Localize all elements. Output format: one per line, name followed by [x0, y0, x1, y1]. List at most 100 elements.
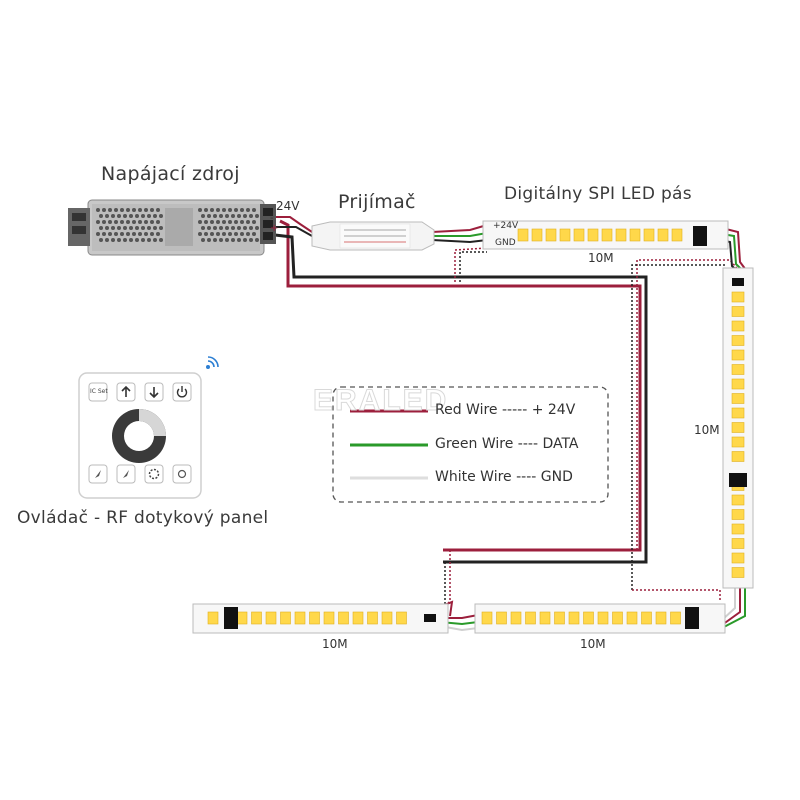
psu-plus-label: +	[270, 223, 279, 234]
led-chip	[236, 611, 248, 625]
vent-hole	[210, 208, 214, 212]
vent-hole	[228, 220, 232, 224]
led-chip	[381, 611, 393, 625]
vent-hole	[117, 226, 121, 230]
vent-hole	[129, 226, 133, 230]
vent-hole	[222, 220, 226, 224]
led-strip-right	[722, 267, 754, 589]
vent-hole	[213, 238, 217, 242]
dotted-feed-right	[636, 259, 741, 550]
vent-hole	[243, 214, 247, 218]
vent-hole	[99, 226, 103, 230]
led-chip	[626, 611, 638, 625]
led-chip	[655, 611, 667, 625]
led-chip	[731, 335, 745, 346]
brightness-icon[interactable]	[172, 464, 192, 484]
vent-hole	[144, 232, 148, 236]
led-chip	[731, 451, 745, 462]
receiver	[311, 221, 435, 251]
vent-hole	[99, 238, 103, 242]
vent-hole	[120, 220, 124, 224]
speed-icon[interactable]	[144, 464, 164, 484]
vent-hole	[117, 214, 121, 218]
led-chip	[671, 228, 683, 242]
segment-length-bottom-right: 10M	[580, 637, 606, 651]
legend-white-label: White Wire ---- GND	[435, 469, 573, 485]
vent-hole	[132, 220, 136, 224]
led-chip	[251, 611, 262, 625]
controller-ic-set-label: IC Set	[90, 388, 108, 395]
segment-length-bottom-left: 10M	[322, 637, 348, 651]
vent-hole	[111, 226, 115, 230]
speed-glyph	[148, 468, 160, 480]
vent-hole	[255, 238, 259, 242]
legend-green-label: Green Wire ---- DATA	[435, 436, 579, 452]
vent-hole	[120, 232, 124, 236]
vent-hole	[135, 226, 139, 230]
power-glyph	[176, 388, 188, 398]
vent-hole	[141, 238, 145, 242]
black-wire-main	[274, 233, 648, 564]
led-chip	[568, 611, 580, 625]
power-supply-label: Napájací zdroj	[101, 163, 240, 185]
vent-hole	[102, 220, 106, 224]
ic-set-button[interactable]	[88, 382, 108, 402]
vent-hole	[243, 226, 247, 230]
led-chip	[323, 611, 335, 625]
vent-hole	[246, 208, 250, 212]
right-bottom-red	[721, 586, 741, 626]
vent-hole	[204, 232, 208, 236]
vent-hole	[228, 208, 232, 212]
strip-plus-label: +24V	[493, 221, 519, 231]
led-chip	[731, 407, 745, 419]
power-supply	[68, 199, 276, 256]
vent-hole	[132, 208, 136, 212]
led-chip	[539, 611, 551, 625]
led-chip	[525, 611, 536, 625]
vent-hole	[225, 238, 229, 242]
vent-hole	[201, 214, 205, 218]
led-chip	[583, 611, 594, 625]
vent-hole	[150, 220, 154, 224]
receiver-wires-black	[431, 239, 488, 244]
led-chip	[731, 523, 745, 535]
vent-hole	[204, 220, 208, 224]
vent-hole	[249, 214, 253, 218]
led-chip	[309, 611, 320, 625]
vent-hole	[126, 232, 130, 236]
vent-hole	[213, 214, 217, 218]
vent-hole	[249, 226, 253, 230]
led-chip	[367, 611, 378, 625]
vent-hole	[231, 214, 235, 218]
led-chip	[294, 611, 306, 625]
vent-hole	[96, 208, 100, 212]
vent-hole	[114, 208, 118, 212]
vent-hole	[147, 238, 151, 242]
vent-hole	[114, 232, 118, 236]
vent-hole	[150, 232, 154, 236]
vent-hole	[249, 238, 253, 242]
vent-hole	[153, 238, 157, 242]
led-chip	[731, 494, 745, 506]
vent-hole	[96, 220, 100, 224]
vent-hole	[231, 226, 235, 230]
vent-hole	[108, 220, 112, 224]
led-chip	[615, 228, 627, 242]
led-chip	[731, 291, 745, 303]
vent-hole	[234, 232, 238, 236]
vent-hole	[156, 232, 160, 236]
psu-vent-left	[96, 208, 163, 242]
led-chip	[396, 611, 407, 625]
led-chip	[731, 567, 745, 578]
vent-hole	[222, 232, 226, 236]
led-chip	[731, 306, 745, 317]
vent-hole	[228, 232, 232, 236]
vent-hole	[108, 208, 112, 212]
vent-hole	[210, 220, 214, 224]
led-chip	[587, 228, 599, 242]
red-wire-psu-receiver	[274, 216, 313, 233]
led-strip-bottom-left	[192, 603, 449, 634]
vent-hole	[240, 220, 244, 224]
